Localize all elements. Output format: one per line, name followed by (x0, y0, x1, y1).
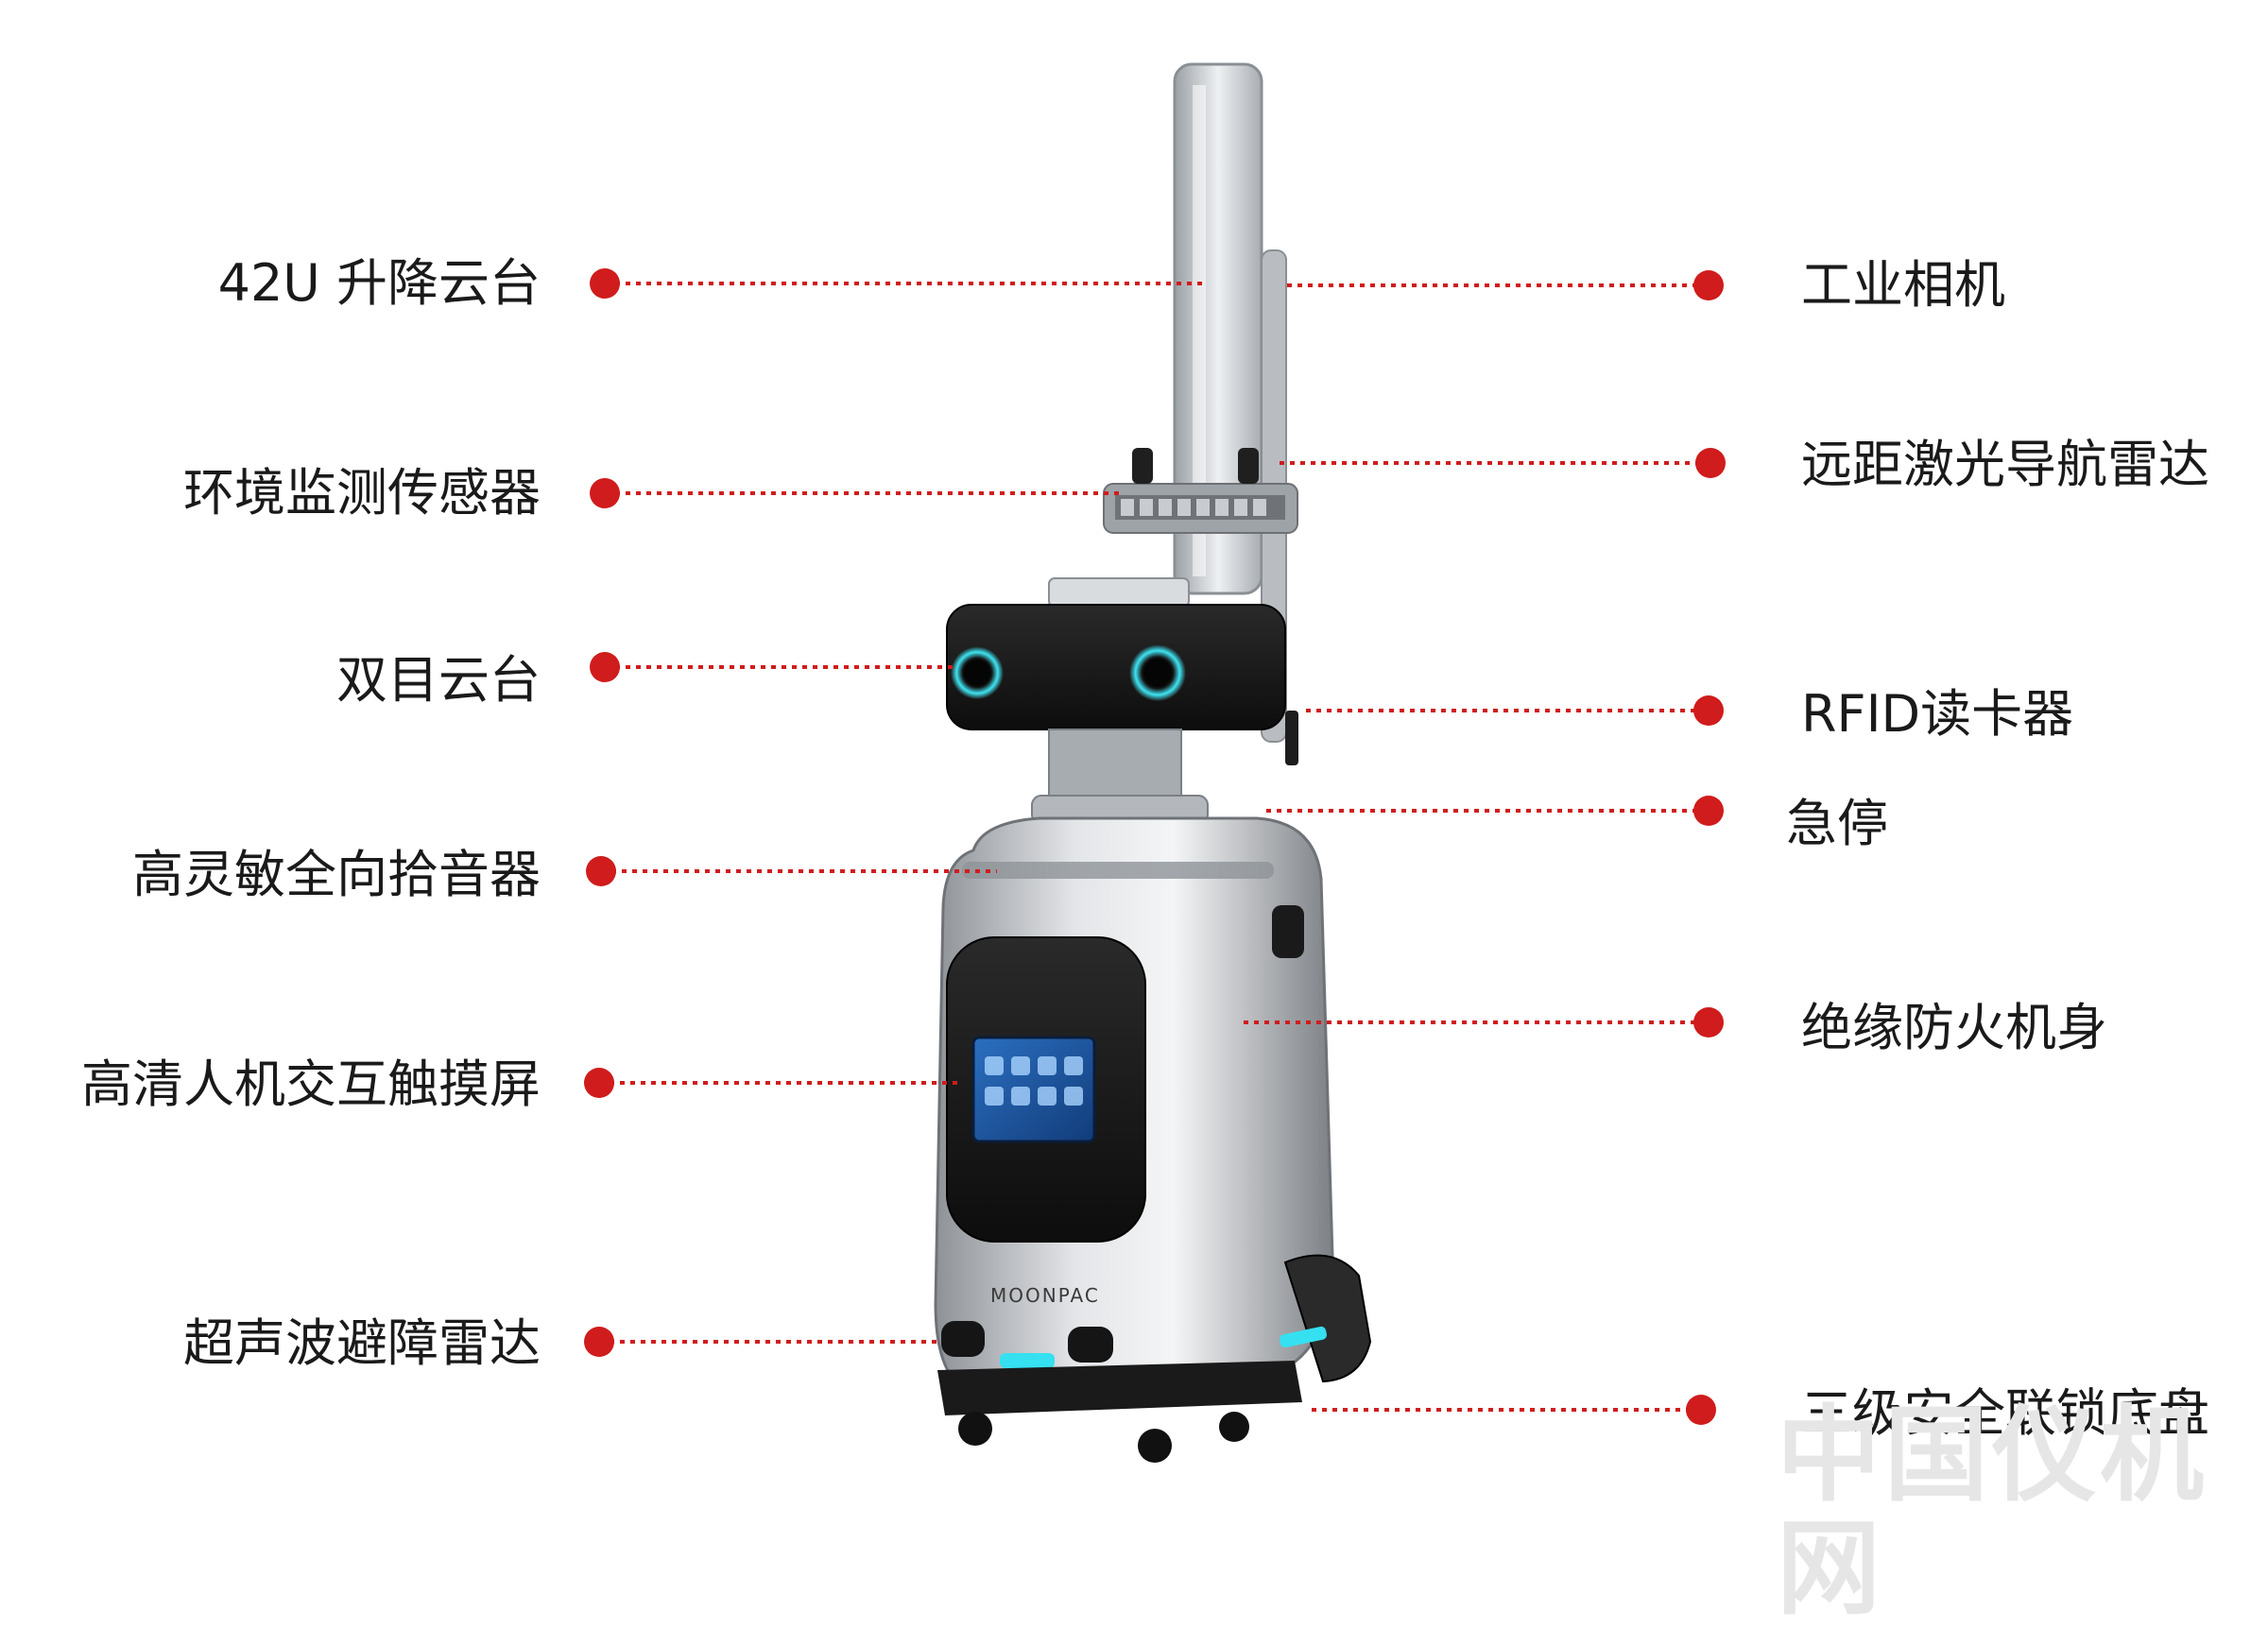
dot-touchscreen (584, 1068, 614, 1098)
robot-body: MOONPAC (934, 816, 1372, 1391)
label-touchscreen: 高清人机交互触摸屏 (81, 1055, 541, 1114)
label-fireproof-body: 绝缘防火机身 (1801, 998, 2107, 1057)
label-industrial-camera: 工业相机 (1801, 255, 2005, 315)
dot-emergency-stop (1693, 796, 1724, 826)
label-rfid-reader: RFID读卡器 (1801, 684, 2074, 744)
dot-microphone (586, 856, 616, 886)
label-safety-chassis: 三级安全联锁底盘 (1801, 1383, 2209, 1443)
dot-lidar (1695, 448, 1726, 478)
callout-dots (584, 268, 1726, 1425)
label-emergency-stop: 急停 (1786, 794, 1888, 853)
lidar-ring (1103, 448, 1298, 534)
label-lidar: 远距激光导航雷达 (1801, 435, 2209, 494)
watermark: 中国仪机网 (1777, 1395, 2208, 1629)
leader-lines-left (599, 282, 1205, 1344)
dot-binocular-ptz (590, 652, 620, 682)
label-binocular-ptz: 双目云台 (336, 650, 541, 710)
label-lift-platform: 42U 升降云台 (217, 253, 541, 313)
dot-industrial-camera (1693, 270, 1724, 300)
label-ultrasonic-radar: 超声波避障雷达 (183, 1313, 541, 1373)
label-env-sensor: 环境监测传感器 (183, 463, 541, 523)
diagram-canvas: MOONPAC (81, 62, 2209, 1625)
dot-safety-chassis (1686, 1395, 1716, 1425)
dot-fireproof-body (1693, 1007, 1724, 1037)
brand-logo: MOONPAC (990, 1284, 1100, 1307)
dot-rfid-reader (1693, 695, 1724, 726)
leader-lines-right (1244, 283, 1710, 1412)
dot-ultrasonic-radar (584, 1327, 614, 1357)
chassis (937, 1361, 1302, 1463)
binocular-head (946, 577, 1298, 797)
robot-illustration: MOONPAC (584, 62, 1726, 1463)
label-microphone: 高灵敏全向拾音器 (132, 845, 541, 904)
dot-env-sensor (590, 478, 620, 508)
dot-lift-platform (590, 268, 620, 299)
